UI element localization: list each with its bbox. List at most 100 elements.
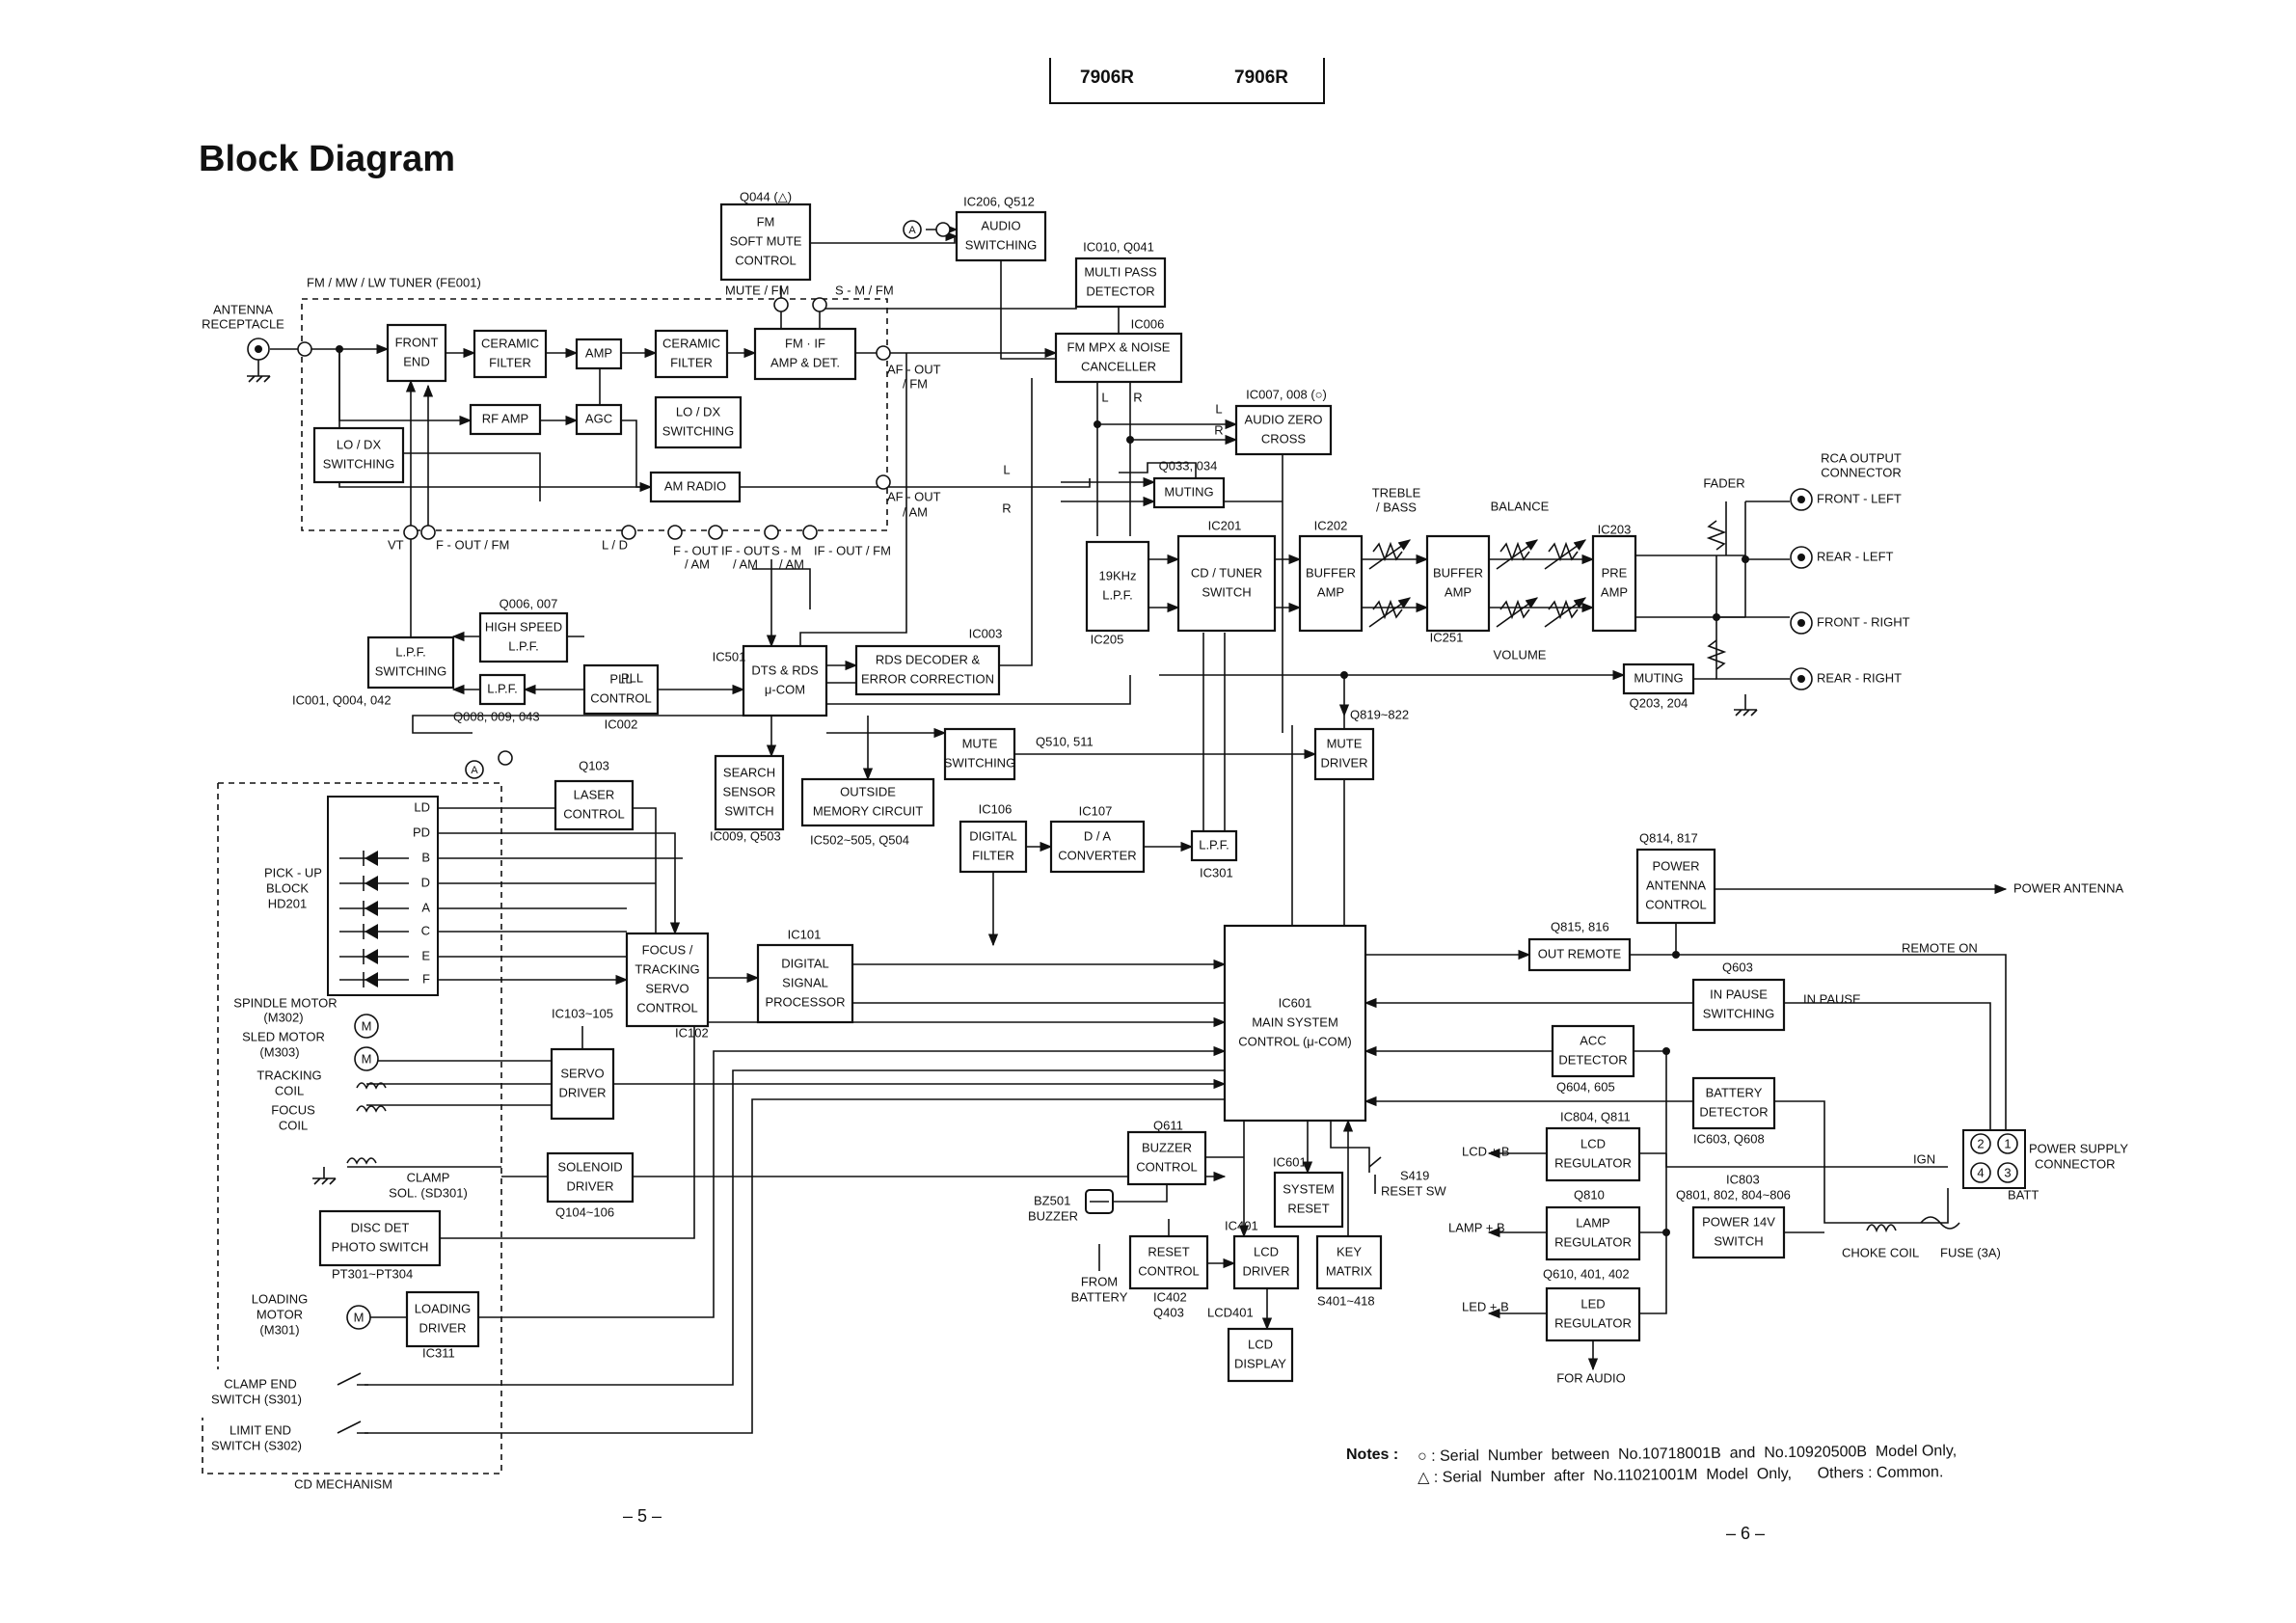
block-label: AGC [585,411,612,425]
block-label: KEY [1337,1244,1362,1258]
block-label: L.P.F. [508,638,539,653]
annotation-label: AF - OUT [887,362,941,376]
annotation-label: BUZZER [1028,1208,1078,1223]
diode-icon [365,876,378,891]
annotation-label: POWER ANTENNA [2013,880,2123,895]
annotation-label: / BASS [1376,500,1417,514]
svg-text:A: A [471,765,478,776]
pickup-terminal-label: B [421,850,430,864]
block-label: DRIVER [419,1320,466,1335]
block-label: DTS & RDS [751,663,819,677]
block-label: MUTING [1634,670,1683,685]
annotation-label: RCA OUTPUT [1821,450,1902,465]
block-label: RESET [1148,1244,1189,1258]
annotation-label: Q810 [1574,1187,1605,1202]
block-label: ANTENNA [1646,878,1706,892]
annotation-label: Q008, 009, 043 [453,709,540,723]
annotation-label: IC603, Q608 [1693,1131,1765,1146]
block-label: SWITCH [724,803,773,818]
annotation-label: TRACKING [257,1068,321,1082]
annotation-label: Q801, 802, 804~806 [1676,1187,1791,1202]
annotation-label: BZ501 [1034,1193,1070,1207]
annotation-label: CLAMP [407,1170,450,1184]
annotation-label: IC251 [1430,630,1464,644]
block-rds-dec: RDS DECODER &ERROR CORRECTION [854,644,1001,696]
page-number-right: – 6 – [1726,1524,1766,1543]
block-label: RF AMP [482,411,528,425]
annotation-label: IC502~505, Q504 [810,832,909,847]
annotation-label: LCD401 [1207,1305,1254,1319]
block-label: SWITCHING [662,423,734,438]
block-amp1: AMP [575,338,623,370]
annotation-label: IC010, Q041 [1083,239,1154,254]
block-label: CONTROL [1645,897,1707,911]
block-lodx-sw: LO / DX SWITCHING [654,395,743,449]
block-label: DETECTOR [1086,284,1154,298]
block-label: FILTER [972,848,1014,862]
annotation-label: IF - OUT / FM [814,543,891,557]
annotation-label: CONNECTOR [2035,1156,2116,1171]
annotation-label: Q006, 007 [500,596,558,610]
block-label: L.P.F. [1102,587,1133,602]
annotation-label: PICK - UP [264,865,322,879]
block-label: L.P.F. [395,644,426,659]
pickup-terminal-label: E [421,948,430,962]
block-label: FM MPX & NOISE [1067,339,1171,354]
block-label: LCD [1254,1244,1279,1258]
annotation-label: Q033, 034 [1159,458,1218,473]
cd-mechanism-label: CD MECHANISM [294,1476,392,1491]
block-label: CONTROL [1136,1159,1198,1174]
annotation-label: Q611 [1153,1118,1183,1132]
pickup-terminal-label: PD [413,825,430,839]
block-label: END [403,354,429,368]
annotation-label: F - OUT / FM [436,537,509,552]
annotation-label: IC001, Q004, 042 [292,692,392,707]
annotation-label: IC401 [1225,1218,1258,1232]
block-label: SWITCHING [944,755,1015,770]
block-label: CERAMIC [662,336,720,350]
block-lcd-reg: LCD REGULATOR [1545,1126,1641,1182]
ground-icons [312,694,1758,1185]
block-label: SOFT MUTE [730,233,802,248]
notes: Notes : [1346,1447,1398,1464]
svg-text:1: 1 [2004,1136,2011,1150]
annotation-label: IC601 [1273,1154,1307,1169]
diode-icon [365,949,378,964]
block-label: AMP [1601,584,1628,599]
block-label: REGULATOR [1554,1155,1632,1170]
block-label: MATRIX [1326,1263,1372,1278]
pickup-terminal-label: C [421,923,430,937]
rca-connector-rear-left-icon [1790,546,1813,569]
block-label: AUDIO [981,218,1020,232]
block-label: POWER 14V [1702,1214,1775,1229]
annotation-label: IC103~105 [552,1006,613,1020]
block-label: FOCUS / [642,942,693,957]
annotation-label: RECEPTACLE [202,316,284,331]
block-label: LASER [574,787,615,801]
annotation-label: COIL [279,1118,308,1132]
annotation-label: LED + B [1462,1299,1509,1313]
block-label: LOADING [415,1301,472,1315]
annotation-label: IC006 [1131,316,1165,331]
annotation-label: BALANCE [1491,499,1550,513]
wiring [270,224,2008,1434]
block-agc: AGC [575,403,623,436]
loading-motor-icon: M [346,1305,407,1330]
annotation-label: IN PAUSE [1803,991,1861,1006]
block-label: AMP & DET. [770,355,840,369]
block-label: LCD [1580,1136,1606,1150]
annotation-label: Q103 [579,758,609,772]
annotation-label: IF - OUT [721,543,770,557]
block-label: LO / DX [676,404,721,419]
block-label: CONTROL [735,253,797,267]
block-label: BUFFER [1433,565,1483,580]
